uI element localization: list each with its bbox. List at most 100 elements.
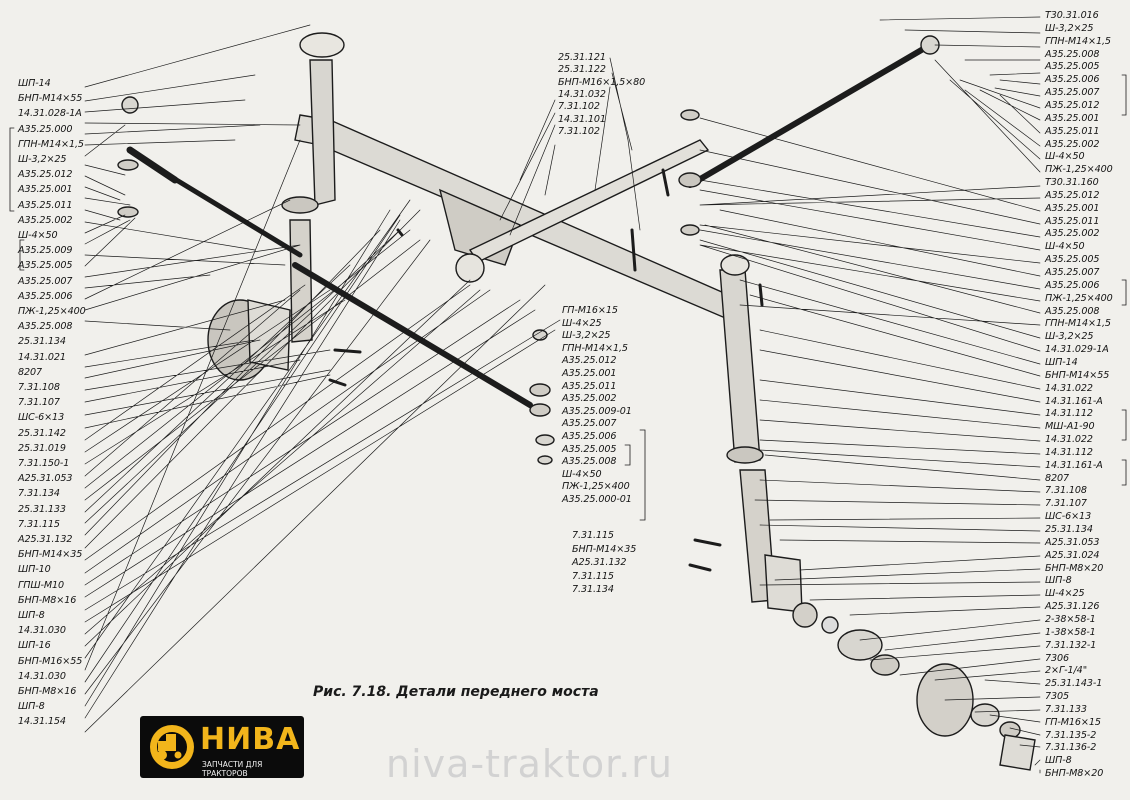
part-label: БНП-М8×20 [1045, 562, 1104, 574]
part-label: А25.31.053 [1045, 536, 1100, 548]
part-label: БНП-М8×16 [18, 594, 77, 606]
part-label: ШП-10 [18, 564, 51, 576]
part-label: А35.25.011 [1045, 215, 1100, 227]
part-label: 7305 [1045, 691, 1070, 703]
part-label: ГПН-М14×1,5 [1045, 35, 1111, 47]
part-label: Ш-4×50 [18, 230, 58, 241]
part-label: 14.31.030 [18, 625, 66, 637]
part-label: ШП-8 [18, 610, 45, 621]
part-label: 7.31.136-2 [1045, 742, 1097, 754]
part-label: А35.25.000-01 [562, 494, 632, 505]
part-label: 25.31.134 [1045, 524, 1093, 535]
part-label: ГПН-М14×1,5 [18, 138, 84, 150]
part-label: 25.31.121 [558, 52, 606, 63]
left-kingpin [309, 59, 336, 206]
part-label: А35.25.005 [1045, 254, 1100, 266]
right-tie-rod [687, 42, 933, 188]
part-label: А35.25.006 [18, 290, 73, 302]
part-label: 14.31.154 [18, 716, 66, 728]
part-label: ПЖ-1,25×400 [562, 481, 630, 493]
part-label: А35.25.007 [562, 418, 617, 430]
part-label: 7.31.135-2 [1045, 729, 1097, 741]
part-label: 8207 [1045, 472, 1070, 484]
part-label: ПЖ-1,25×400 [1045, 292, 1113, 304]
part-label: ГПШ-М10 [18, 579, 65, 591]
part-label: 7.31.150-1 [18, 458, 70, 469]
part-label: Ш-3,2×25 [562, 330, 611, 342]
part-label: А35.25.007 [1045, 267, 1100, 278]
part-label: ШП-8 [1045, 575, 1072, 587]
part-label: Ш-3,2×25 [1045, 331, 1094, 343]
part-label: А35.25.011 [562, 380, 617, 392]
part-label: ПЖ-1,25×400 [1045, 164, 1113, 176]
part-label: 14.31.021 [18, 351, 66, 363]
part-label: 14.31.161-А [1045, 459, 1103, 471]
part-label: Ш-4×50 [1045, 151, 1085, 163]
part-label: Ш-4×50 [562, 468, 602, 480]
part-label: Ш-4×50 [1045, 241, 1085, 253]
part-label: А35.25.001 [1045, 112, 1100, 124]
part-label: 7.31.107 [18, 397, 60, 409]
part-label: А35.25.005 [18, 260, 73, 272]
watermark: niva-traktor.ru [386, 742, 674, 786]
part-label: 7.31.108 [1045, 485, 1087, 497]
part-label: 7.31.115 [572, 570, 614, 582]
part-label: А35.25.012 [1045, 99, 1100, 111]
part-label: ШС-6×13 [18, 412, 65, 424]
logo-subtitle: ЗАПЧАСТИ ДЛЯ ТРАКТОРОВ [202, 760, 263, 778]
part-label: А35.25.012 [18, 169, 73, 181]
part-label: 7.31.108 [18, 382, 60, 393]
part-label: 14.31.112 [1045, 446, 1093, 458]
right-kingpin [719, 269, 761, 463]
part-label: 25.31.134 [18, 336, 66, 348]
part-label: А25.31.132 [572, 557, 627, 568]
part-label: А35.25.008 [1045, 48, 1100, 60]
part-label: БНП-М14×35 [18, 549, 83, 561]
part-label: 25.31.133 [18, 503, 66, 515]
part-label: ШП-16 [18, 640, 51, 652]
part-label: А35.25.009-01 [562, 405, 632, 417]
part-label: А35.25.002 [562, 393, 617, 405]
logo-name: НИВА [200, 722, 301, 757]
part-label: А35.25.007 [18, 275, 73, 287]
part-label: ГП-М16×15 [562, 305, 618, 316]
part-label: БНП-М14×35 [572, 543, 637, 555]
part-label: 8207 [18, 366, 43, 378]
left-stub-axle [289, 219, 313, 343]
part-label: 7.31.102 [558, 101, 600, 113]
part-label: А35.25.002 [1045, 228, 1100, 240]
part-label: А35.25.006 [1045, 279, 1100, 291]
part-label: А35.25.012 [562, 355, 617, 367]
part-label: А35.25.011 [1045, 125, 1100, 137]
part-label: БНП-М16×55 [18, 655, 83, 667]
part-label: 25.31.019 [18, 442, 66, 454]
part-label: А35.25.011 [18, 199, 73, 211]
right-bracket [764, 554, 803, 613]
part-label: 25.31.122 [558, 64, 606, 76]
part-label: ГПН-М14×1,5 [562, 342, 628, 354]
part-label: 7.31.133 [1045, 703, 1087, 715]
part-label: Т30.31.160 [1045, 177, 1099, 189]
part-label: БНП-М8×16 [18, 686, 77, 697]
part-label: ШП-8 [18, 701, 45, 713]
part-label: 14.31.028-1А [18, 108, 82, 120]
part-label: А35.25.008 [1045, 305, 1100, 317]
part-label: 25.31.143-1 [1045, 678, 1103, 690]
part-label: А35.25.000 [18, 123, 73, 135]
part-label: Ш-3,2×25 [18, 154, 67, 165]
part-label: ШП-14 [18, 78, 51, 89]
part-label: ПЖ-1,25×400 [18, 306, 86, 317]
part-label: ШС-6×13 [1045, 511, 1092, 523]
part-label: ШП-8 [1045, 755, 1072, 767]
part-label: А35.25.008 [562, 456, 617, 468]
part-label: 14.31.022 [1045, 382, 1093, 394]
part-label: ГП-М16×15 [1045, 716, 1101, 728]
figure-caption: Рис. 7.18. Детали переднего моста [313, 684, 599, 700]
part-label: А25.31.132 [18, 534, 73, 545]
part-label: А35.25.002 [1045, 138, 1100, 150]
part-label: А35.25.007 [1045, 87, 1100, 99]
part-label: А35.25.001 [18, 184, 73, 196]
part-label: А35.25.005 [562, 443, 617, 455]
part-label: А25.31.126 [1045, 601, 1100, 613]
